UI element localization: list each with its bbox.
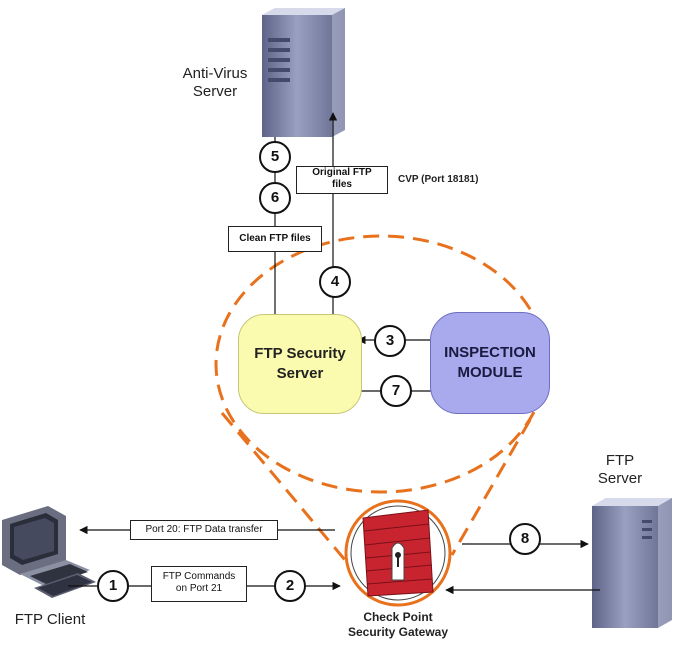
- data-transfer-box: Port 20: FTP Data transfer: [130, 520, 278, 540]
- ftp-commands-box: FTP Commands on Port 21: [151, 566, 247, 602]
- ftp-client-label: FTP Client: [14, 611, 86, 628]
- zoom-line-left: [220, 412, 347, 561]
- ftp-client-computer-icon: [2, 506, 96, 598]
- original-files-box: Original FTP files: [296, 166, 388, 194]
- step-2-marker: 2: [274, 570, 306, 602]
- security-gateway-icon: [344, 499, 452, 607]
- zoom-line-right: [450, 419, 532, 556]
- cvp-port-label: CVP (Port 18181): [398, 174, 479, 185]
- step-3-marker: 3: [374, 325, 406, 357]
- inspection-module-box: INSPECTION MODULE: [430, 312, 550, 414]
- clean-files-box: Clean FTP files: [228, 226, 322, 252]
- step-6-marker: 6: [259, 182, 291, 214]
- ftp-security-server-module: FTP Security Server: [238, 314, 362, 414]
- security-gateway-label: Check Point Security Gateway: [347, 610, 449, 639]
- ftp-security-server-label: FTP Security Server: [254, 345, 346, 382]
- step-7-marker: 7: [380, 375, 412, 407]
- ftp-server-label: FTP Server: [597, 452, 643, 487]
- step-1-marker: 1: [97, 570, 129, 602]
- inspection-module-label: INSPECTION MODULE: [444, 344, 536, 381]
- step-4-marker: 4: [319, 266, 351, 298]
- antivirus-server-icon: [262, 8, 345, 137]
- step-5-marker: 5: [259, 141, 291, 173]
- antivirus-server-label: Anti-Virus Server: [182, 65, 248, 100]
- ftp-server-icon: [592, 498, 672, 628]
- step-8-marker: 8: [509, 523, 541, 555]
